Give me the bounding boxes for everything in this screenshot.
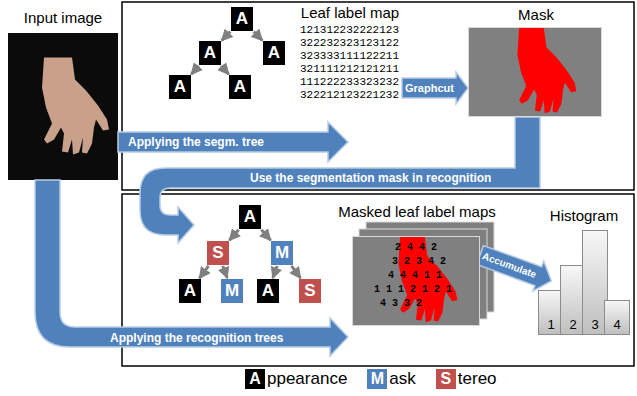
histogram-bar: 4	[604, 300, 630, 335]
tree-node: A	[231, 7, 253, 31]
tree-node: A	[179, 279, 201, 303]
tree-node: M	[221, 279, 243, 303]
top-panel	[122, 2, 634, 190]
label-row: 3 2 3 4 2	[392, 256, 446, 268]
label-map: Mask	[468, 27, 602, 117]
label-row: 323333111122211	[300, 50, 399, 63]
tree-node: S	[207, 241, 229, 265]
legend: Appearance Mask Stereo	[245, 369, 517, 389]
map-heading: Masked leaf label maps	[313, 203, 521, 220]
image-title: Input image	[8, 9, 118, 26]
tree-edge	[273, 266, 277, 278]
label-row: 2 4 4 2	[395, 242, 437, 254]
arrow-label: Graphcut	[405, 81, 454, 95]
label-row: 322212123221232	[300, 89, 399, 102]
legend-text: ppearance	[267, 369, 347, 389]
node-letter: M	[225, 281, 239, 301]
node-letter: A	[268, 43, 280, 63]
node-letter: A	[262, 281, 274, 301]
tree-edge	[261, 230, 270, 241]
legend-swatch: S	[436, 369, 456, 389]
tree-node: A	[169, 75, 191, 99]
histogram-title: Histogram	[534, 207, 634, 224]
legend-text: ask	[389, 369, 415, 389]
label-row: 321111212121211	[300, 63, 399, 76]
tree-edge	[291, 266, 300, 278]
tree-edge	[223, 266, 227, 278]
node-letter: A	[204, 43, 216, 63]
legend-swatch: A	[245, 369, 265, 389]
fat-arrow	[402, 72, 468, 104]
tree-node: A	[199, 41, 221, 65]
tree-edge	[199, 266, 208, 278]
tree-node: M	[271, 241, 293, 265]
hand-mask-shape	[517, 28, 576, 113]
bin-number: 4	[605, 317, 629, 332]
node-letter: A	[234, 77, 246, 97]
arrow-label: Use the segmentation mask in recognition	[250, 171, 491, 185]
arrow-label: Applying the recognition trees	[110, 331, 283, 345]
label-row: 121312232222123	[300, 24, 399, 37]
tree-node: A	[257, 279, 279, 303]
tree-node: S	[299, 279, 321, 303]
label-row: 4 3 3 2	[380, 298, 422, 310]
tree-node: A	[229, 75, 251, 99]
input-photo	[8, 33, 118, 180]
legend-swatch: M	[367, 369, 387, 389]
tree-edge	[229, 230, 238, 241]
label-row: 111222233323232	[300, 76, 399, 89]
fat-arrow	[118, 122, 348, 162]
node-letter: S	[304, 281, 315, 301]
label-row: 322232323123122	[300, 37, 399, 50]
tree-node: A	[263, 41, 285, 65]
node-letter: A	[174, 77, 186, 97]
tree-node: A	[239, 205, 261, 229]
legend-letter: A	[249, 370, 261, 388]
node-letter: M	[275, 243, 289, 263]
fat-arrow	[35, 180, 348, 356]
node-letter: A	[184, 281, 196, 301]
map-title: Leaf label map	[290, 4, 410, 21]
label-row: 1 1 1 2 1 2 1	[374, 284, 452, 296]
fat-arrow-shape	[475, 240, 557, 296]
legend-text: tereo	[458, 369, 497, 389]
hand-illustration	[42, 58, 109, 155]
node-letter: A	[244, 207, 256, 227]
node-letter: A	[236, 9, 248, 29]
tree-edge	[191, 66, 199, 75]
tree-edge	[221, 66, 229, 75]
label-row: 4 4 4 1 1	[388, 270, 442, 282]
hand-mask	[469, 28, 601, 116]
tree-edge	[254, 31, 263, 40]
arrow-label: Applying the segm. tree	[128, 135, 264, 149]
tree-edge	[222, 31, 231, 40]
map-heading: Mask	[429, 6, 637, 23]
fat-arrow	[475, 240, 557, 296]
legend-letter: M	[371, 370, 384, 388]
legend-letter: S	[440, 370, 451, 388]
node-letter: S	[212, 243, 223, 263]
